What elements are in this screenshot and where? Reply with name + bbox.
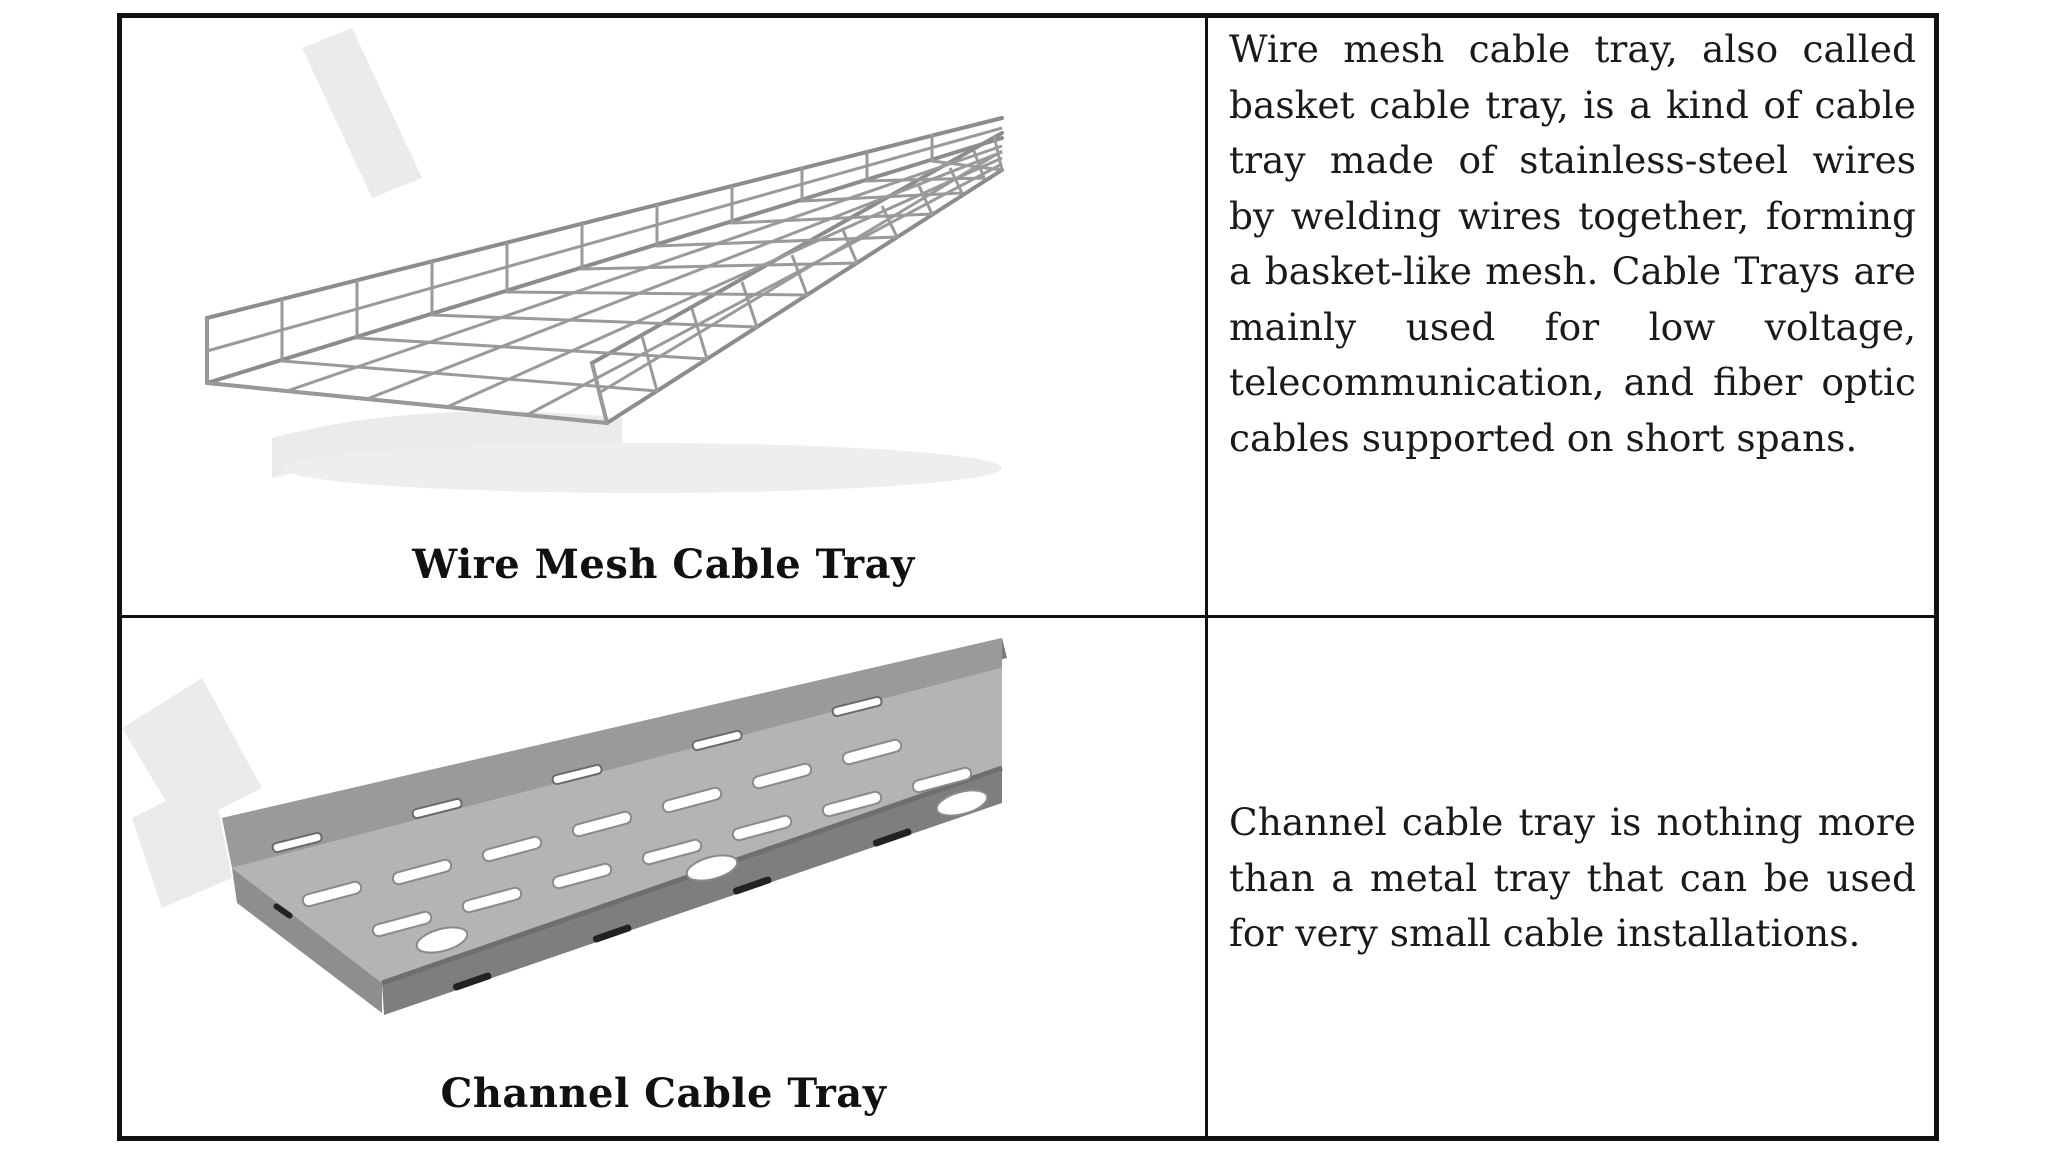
wire-mesh-description: Wire mesh cable tray, also called basket… <box>1229 27 1916 460</box>
channel-tray-illustration <box>122 638 1007 1015</box>
channel-description: Channel cable tray is nothing more than … <box>1229 800 1916 955</box>
channel-description-cell: Channel cable tray is nothing more than … <box>1208 618 1934 1136</box>
comparison-table: Wire Mesh Cable Tray Wire mesh cable tra… <box>117 13 1939 1141</box>
column-divider <box>1205 18 1208 1136</box>
channel-image-cell: Channel Cable Tray <box>122 618 1205 1136</box>
wire-mesh-image-cell: Wire Mesh Cable Tray <box>122 18 1205 615</box>
channel-caption: Channel Cable Tray <box>440 1070 887 1117</box>
row-divider <box>122 615 1934 618</box>
wire-mesh-caption: Wire Mesh Cable Tray <box>412 541 915 588</box>
wire-mesh-description-cell: Wire mesh cable tray, also called basket… <box>1208 18 1934 615</box>
wire-mesh-tray-illustration <box>205 28 1004 493</box>
